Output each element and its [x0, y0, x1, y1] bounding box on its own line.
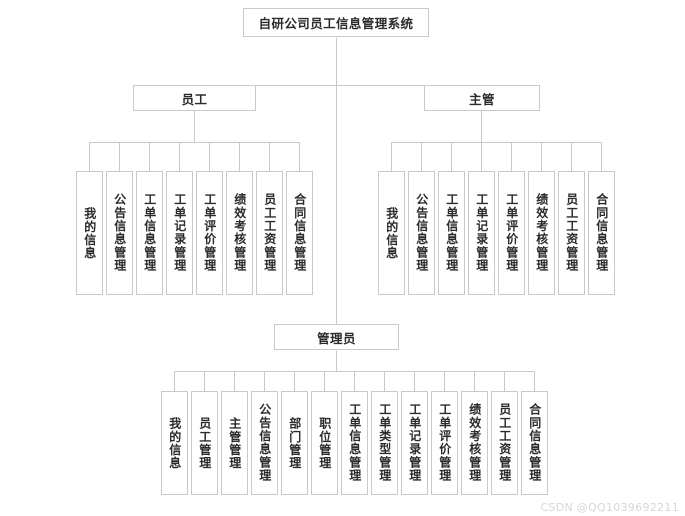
- node-admin-child-13[interactable]: 合同信息管理: [521, 391, 548, 495]
- node-employee-child-6[interactable]: 绩效考核管理: [226, 171, 253, 295]
- node-admin-child-9[interactable]: 工单记录管理: [401, 391, 428, 495]
- node-admin-child-3[interactable]: 主管管理: [221, 391, 248, 495]
- node-supervisor-child-8[interactable]: 合同信息管理: [588, 171, 615, 295]
- node-employee-child-4[interactable]: 工单记录管理: [166, 171, 193, 295]
- node-employee-child-5[interactable]: 工单评价管理: [196, 171, 223, 295]
- node-admin-child-10[interactable]: 工单评价管理: [431, 391, 458, 495]
- node-admin-child-8[interactable]: 工单类型管理: [371, 391, 398, 495]
- node-supervisor-child-7[interactable]: 员工工资管理: [558, 171, 585, 295]
- node-employee-child-3[interactable]: 工单信息管理: [136, 171, 163, 295]
- watermark-text: CSDN @QQ1039692211: [540, 501, 679, 514]
- node-root-system[interactable]: 自研公司员工信息管理系统: [243, 8, 429, 37]
- node-supervisor-child-1[interactable]: 我的信息: [378, 171, 405, 295]
- node-admin-child-5[interactable]: 部门管理: [281, 391, 308, 495]
- node-branch-employee[interactable]: 员工: [133, 85, 256, 111]
- node-employee-child-8[interactable]: 合同信息管理: [286, 171, 313, 295]
- node-employee-child-7[interactable]: 员工工资管理: [256, 171, 283, 295]
- node-branch-supervisor[interactable]: 主管: [424, 85, 540, 111]
- node-supervisor-child-6[interactable]: 绩效考核管理: [528, 171, 555, 295]
- node-admin-child-7[interactable]: 工单信息管理: [341, 391, 368, 495]
- node-supervisor-child-4[interactable]: 工单记录管理: [468, 171, 495, 295]
- node-employee-child-2[interactable]: 公告信息管理: [106, 171, 133, 295]
- node-admin-child-2[interactable]: 员工管理: [191, 391, 218, 495]
- node-admin-child-1[interactable]: 我的信息: [161, 391, 188, 495]
- node-supervisor-child-3[interactable]: 工单信息管理: [438, 171, 465, 295]
- node-admin-child-11[interactable]: 绩效考核管理: [461, 391, 488, 495]
- node-branch-administrator[interactable]: 管理员: [274, 324, 399, 350]
- node-admin-child-12[interactable]: 员工工资管理: [491, 391, 518, 495]
- node-admin-child-4[interactable]: 公告信息管理: [251, 391, 278, 495]
- node-supervisor-child-2[interactable]: 公告信息管理: [408, 171, 435, 295]
- node-supervisor-child-5[interactable]: 工单评价管理: [498, 171, 525, 295]
- node-admin-child-6[interactable]: 职位管理: [311, 391, 338, 495]
- node-employee-child-1[interactable]: 我的信息: [76, 171, 103, 295]
